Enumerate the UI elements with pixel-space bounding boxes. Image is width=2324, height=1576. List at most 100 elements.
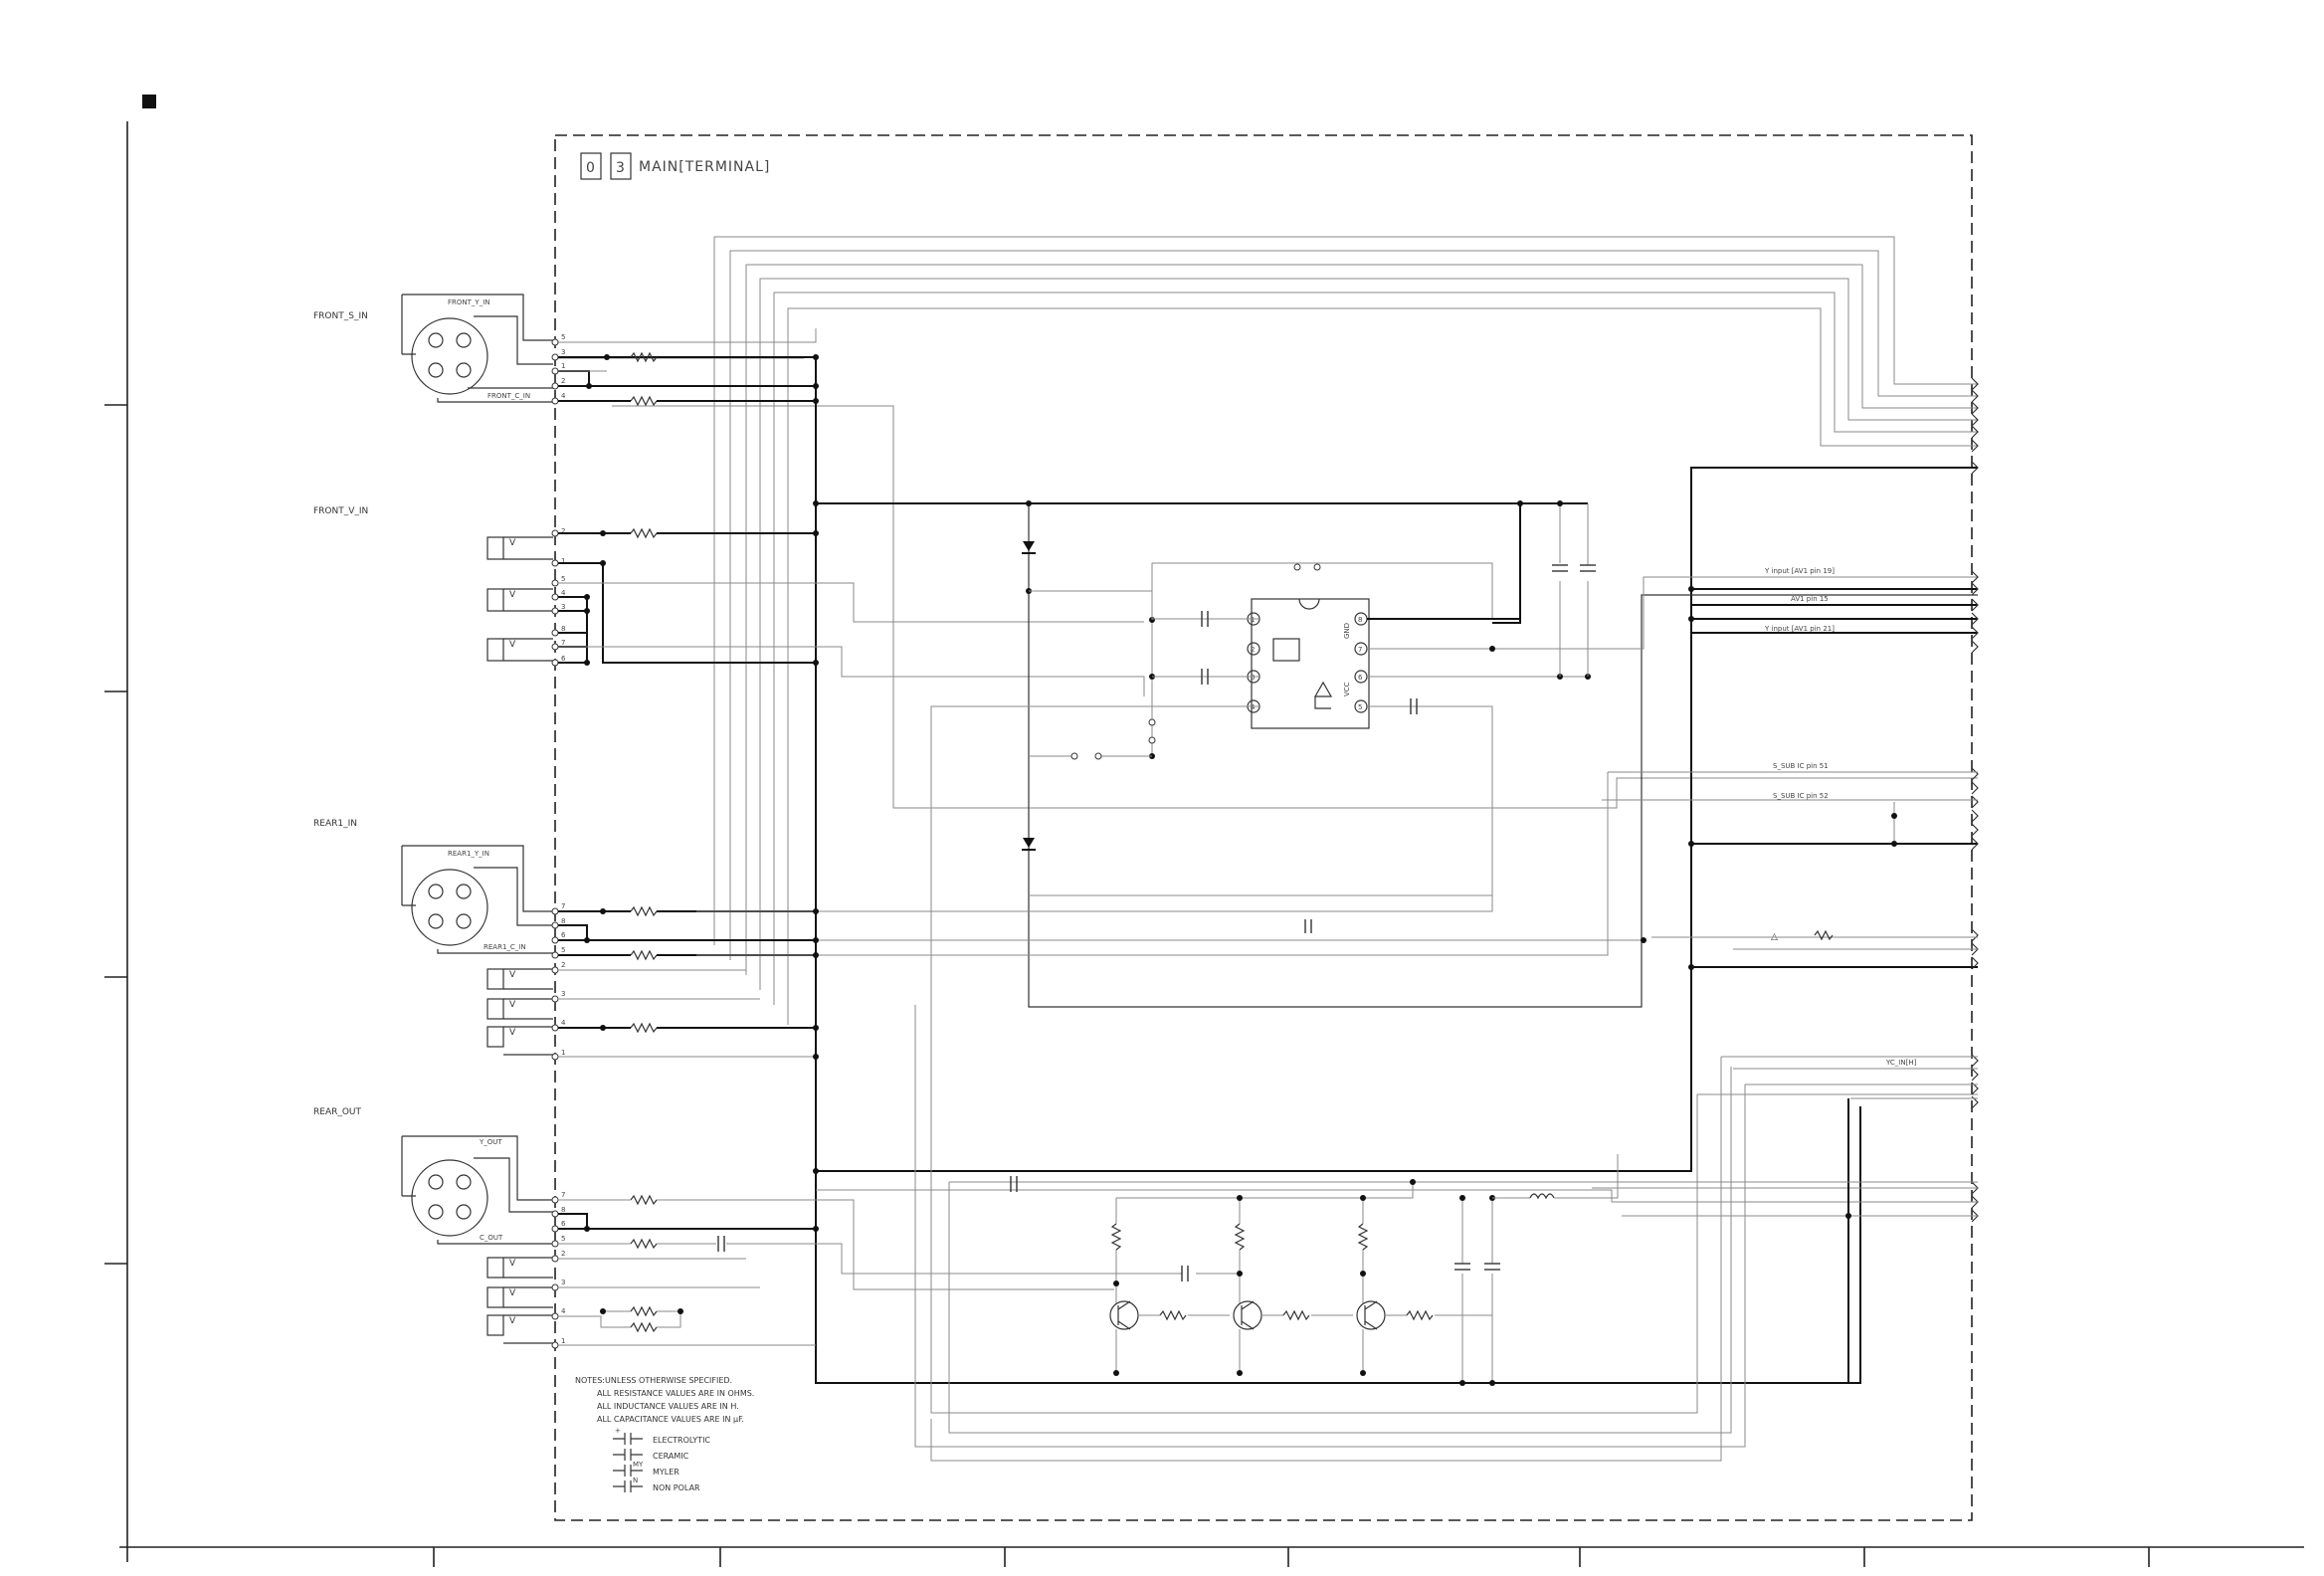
- front-s-pins: 5 3 1 2 4: [551, 333, 566, 405]
- pin-label: 2: [561, 1250, 565, 1258]
- jack-mark: V: [509, 640, 516, 650]
- note-line-1: NOTES:UNLESS OTHERWISE SPECIFIED.: [575, 1376, 732, 1385]
- pin-label: 7: [561, 902, 565, 910]
- diode-network: [1022, 500, 1978, 1008]
- switch-ic: 1 2 3 4 8 7 6 5 GND VCC: [930, 562, 1978, 1414]
- pin-label: 3: [561, 990, 565, 998]
- jack-mark: V: [509, 538, 516, 548]
- ic-gnd-label: GND: [1343, 623, 1351, 639]
- front-s-in-connector: FRONT_S_IN FRONT_Y_IN FRONT_C_IN: [313, 294, 553, 403]
- pin-label: 8: [561, 1206, 565, 1214]
- jack-mark: V: [509, 1316, 516, 1326]
- title-box-2: 3: [616, 160, 626, 176]
- front-s-in-label: FRONT_S_IN: [313, 311, 368, 321]
- ic-pin-2: 2: [1251, 646, 1255, 654]
- rear1-in-label: REAR1_IN: [313, 819, 357, 829]
- pin-label: 6: [561, 931, 566, 939]
- pin-label: 5: [561, 575, 565, 583]
- legend-mark: MY: [633, 1461, 644, 1469]
- note-line-2: ALL RESISTANCE VALUES ARE IN OHMS.: [597, 1389, 754, 1398]
- ic-pin-7: 7: [1358, 646, 1362, 654]
- front-input-network: [558, 351, 1861, 1384]
- pin-label: 3: [561, 1279, 565, 1286]
- pin-label: 1: [561, 557, 565, 565]
- pin-label: 8: [561, 625, 565, 633]
- jack-mark: V: [509, 970, 516, 980]
- pin-label: 6: [561, 1220, 566, 1228]
- ic-pin-8: 8: [1358, 616, 1362, 624]
- pin-label: 5: [561, 333, 565, 341]
- jack-mark: V: [509, 590, 516, 600]
- note-line-4: ALL CAPACITANCE VALUES ARE IN µF.: [597, 1415, 744, 1424]
- legend-label: ELECTROLYTIC: [653, 1436, 710, 1445]
- legend-mark: N: [633, 1477, 638, 1484]
- ic-pin-3: 3: [1251, 674, 1255, 682]
- pin-label: 2: [561, 527, 565, 535]
- legend-label: MYLER: [653, 1468, 679, 1477]
- rear1-in-connector: REAR1_IN REAR1_Y_IN REAR1_C_IN V V V 7 8…: [313, 772, 1646, 1061]
- y-out-label: Y_OUT: [479, 1138, 502, 1146]
- pin-label: 1: [561, 1049, 565, 1057]
- ic-pin-4: 4: [1251, 703, 1256, 711]
- output-s-sub-52: S_SUB IC pin 52: [1773, 792, 1829, 800]
- jack-mark: V: [509, 1000, 516, 1010]
- front-v-in-label: FRONT_V_IN: [313, 506, 368, 516]
- right-terminals: [1592, 377, 1979, 1383]
- pin-label: 2: [561, 377, 565, 385]
- pin-label: 6: [561, 655, 566, 663]
- sheet-frame: [104, 95, 2304, 1567]
- section-marker-square: [142, 95, 156, 108]
- c-out-label: C_OUT: [480, 1234, 503, 1242]
- ic-vcc-label: VCC: [1343, 682, 1351, 696]
- jack-mark: V: [509, 1259, 516, 1269]
- rear-out-label: REAR_OUT: [313, 1107, 362, 1117]
- pin-label: 7: [561, 639, 565, 647]
- pin-label: 7: [561, 1191, 565, 1199]
- front-c-in-label: FRONT_C_IN: [487, 392, 530, 400]
- front-v-in-jacks: FRONT_V_IN V V V 2 1 5 4 3 8 7 6: [313, 506, 1145, 696]
- svg-text:+: +: [615, 1427, 621, 1435]
- pin-label: 4: [561, 1019, 566, 1027]
- output-y-input-21: Y input [AV1 pin 21]: [1764, 625, 1835, 633]
- pin-label: 1: [561, 1337, 565, 1345]
- supply-caps: [1517, 500, 1596, 677]
- pin-label: 4: [561, 589, 566, 597]
- pin-label: 4: [561, 1307, 566, 1315]
- pin-label: 5: [561, 946, 565, 954]
- main-power-bus: [813, 467, 1978, 1174]
- pin-label: 1: [561, 362, 565, 370]
- output-av1-pin15: AV1 pin 15: [1791, 595, 1829, 603]
- output-s-sub-51: S_SUB IC pin 51: [1773, 762, 1829, 770]
- legend-electrolytic: + ELECTROLYTIC: [613, 1427, 710, 1445]
- pin-label: 5: [561, 1235, 565, 1243]
- pin-label: 3: [561, 603, 565, 611]
- pin-label: 2: [561, 961, 565, 969]
- board-outline: [554, 134, 1973, 1521]
- front-y-in-label: FRONT_Y_IN: [448, 298, 490, 306]
- title-box-1: 0: [586, 160, 596, 176]
- title-text: MAIN[TERMINAL]: [639, 159, 770, 175]
- rear1-c-in-label: REAR1_C_IN: [484, 943, 526, 951]
- ic-pin-6: 6: [1358, 674, 1363, 682]
- notes-block: NOTES:UNLESS OTHERWISE SPECIFIED. ALL RE…: [575, 1376, 754, 1492]
- ic-pin-5: 5: [1358, 703, 1362, 711]
- legend-myler: MY MYLER: [613, 1461, 679, 1477]
- pin-label: 4: [561, 392, 566, 400]
- output-yc-in: YC_IN[H]: [1885, 1059, 1917, 1067]
- ic-pin-1: 1: [1251, 616, 1255, 624]
- pin-label: 8: [561, 917, 565, 925]
- legend-label: CERAMIC: [653, 1452, 689, 1461]
- legend-label: NON POLAR: [653, 1483, 700, 1492]
- jack-mark: V: [509, 1288, 516, 1298]
- legend-non-polar: N NON POLAR: [613, 1477, 700, 1492]
- board-title: 0 3 MAIN[TERMINAL]: [580, 152, 770, 180]
- output-y-input-19: Y input [AV1 pin 19]: [1764, 567, 1835, 575]
- rear-out-connector: REAR_OUT Y_OUT C_OUT V V V 7 8 6 5 2 3 4…: [313, 1107, 1114, 1349]
- pin-label: 3: [561, 348, 565, 356]
- output-amplifier: [816, 1005, 1978, 1462]
- rear1-y-in-label: REAR1_Y_IN: [448, 850, 489, 858]
- note-line-3: ALL INDUCTANCE VALUES ARE IN H.: [597, 1402, 739, 1411]
- legend-ceramic: CERAMIC: [613, 1449, 689, 1461]
- jack-mark: V: [509, 1028, 516, 1038]
